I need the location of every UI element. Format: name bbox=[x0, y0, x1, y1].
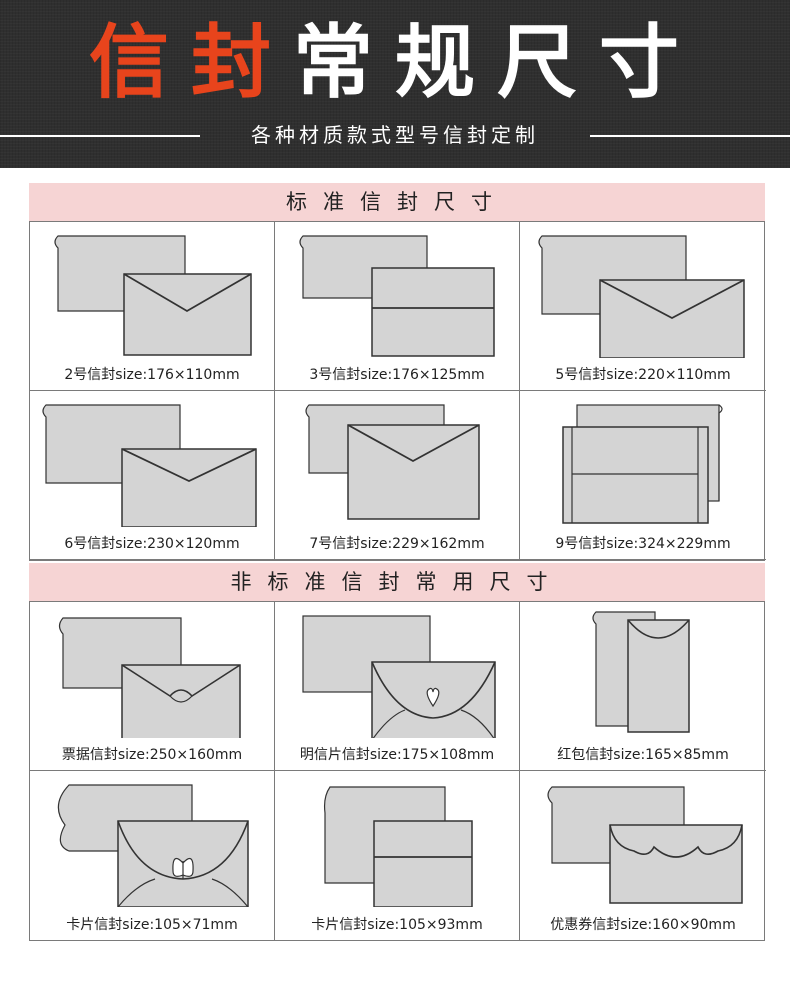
envelope-cell: 明信片信封size:175×108mm bbox=[275, 602, 520, 771]
header-banner: 信封常规尺寸 各种材质款式型号信封定制 bbox=[0, 0, 790, 168]
subtitle: 各种材质款式型号信封定制 bbox=[251, 123, 539, 147]
heart-envelope-illustration bbox=[302, 615, 496, 738]
envelope-cell: 5号信封size:220×110mm bbox=[520, 222, 766, 391]
ticket-envelope-illustration bbox=[58, 617, 241, 738]
envelope-cell: 6号信封size:230×120mm bbox=[30, 391, 275, 560]
envelope-cell: 3号信封size:176×125mm bbox=[275, 222, 520, 391]
standard-grid: 2号信封size:176×110mm 3号信封size:176×125mm 5号… bbox=[29, 221, 766, 561]
standard-envelope-illustration bbox=[305, 404, 480, 520]
envelope-cell: 2号信封size:176×110mm bbox=[30, 222, 275, 391]
nonstandard-heading: 非标准信封常用尺寸 bbox=[29, 562, 765, 601]
large-envelope-illustration bbox=[562, 404, 723, 524]
envelope-size-label: 9号信封size:324×229mm bbox=[555, 536, 731, 552]
butterfly-envelope-illustration bbox=[57, 784, 249, 907]
envelope-size-label: 7号信封size:229×162mm bbox=[309, 536, 485, 552]
envelope-size-label: 票据信封size:250×160mm bbox=[61, 747, 243, 763]
envelope-cell: 优惠券信封size:160×90mm bbox=[520, 771, 766, 940]
standard-heading: 标准信封尺寸 bbox=[29, 182, 765, 221]
standard-envelope-illustration bbox=[538, 235, 745, 358]
red-packet-envelope-illustration bbox=[592, 611, 690, 733]
nonstandard-grid: 票据信封size:250×160mm 明信片信封size:175×108mm 红… bbox=[29, 601, 766, 941]
envelope-cell: 9号信封size:324×229mm bbox=[520, 391, 766, 560]
envelope-cell: 卡片信封size:105×71mm bbox=[30, 771, 275, 940]
envelope-cell: 卡片信封size:105×93mm bbox=[275, 771, 520, 940]
standard-envelope-illustration bbox=[54, 235, 252, 356]
envelope-size-label: 6号信封size:230×120mm bbox=[64, 536, 240, 552]
envelope-size-label: 红包信封size:165×85mm bbox=[557, 747, 729, 763]
card-envelope-illustration bbox=[323, 786, 473, 907]
title-main: 常规尺寸 bbox=[293, 15, 701, 109]
standard-section: 标准信封尺寸 2号信封size:176×110mm 3号信封size:176×1… bbox=[29, 182, 766, 561]
nonstandard-section: 非标准信封常用尺寸 票据信封size:250×160mm 明信片信封size:1… bbox=[29, 562, 766, 941]
envelope-size-label: 2号信封size:176×110mm bbox=[64, 367, 240, 383]
envelope-size-label: 卡片信封size:105×71mm bbox=[66, 917, 238, 933]
title-accent: 信封 bbox=[89, 15, 293, 109]
envelope-size-label: 优惠券信封size:160×90mm bbox=[550, 917, 736, 933]
divider-left bbox=[0, 135, 200, 137]
envelope-size-label: 明信片信封size:175×108mm bbox=[299, 747, 495, 763]
divider-right bbox=[590, 135, 790, 137]
envelope-size-label: 5号信封size:220×110mm bbox=[555, 367, 731, 383]
envelope-cell: 票据信封size:250×160mm bbox=[30, 602, 275, 771]
standard-envelope-illustration bbox=[42, 404, 257, 527]
envelope-size-label: 卡片信封size:105×93mm bbox=[311, 917, 483, 933]
coupon-envelope-illustration bbox=[547, 786, 743, 904]
subtitle-row: 各种材质款式型号信封定制 bbox=[0, 120, 790, 150]
straight-flap-envelope-illustration bbox=[299, 235, 495, 357]
envelope-cell: 红包信封size:165×85mm bbox=[520, 602, 766, 771]
envelope-size-label: 3号信封size:176×125mm bbox=[309, 367, 485, 383]
envelope-cell: 7号信封size:229×162mm bbox=[275, 391, 520, 560]
page-title: 信封常规尺寸 bbox=[0, 14, 790, 110]
